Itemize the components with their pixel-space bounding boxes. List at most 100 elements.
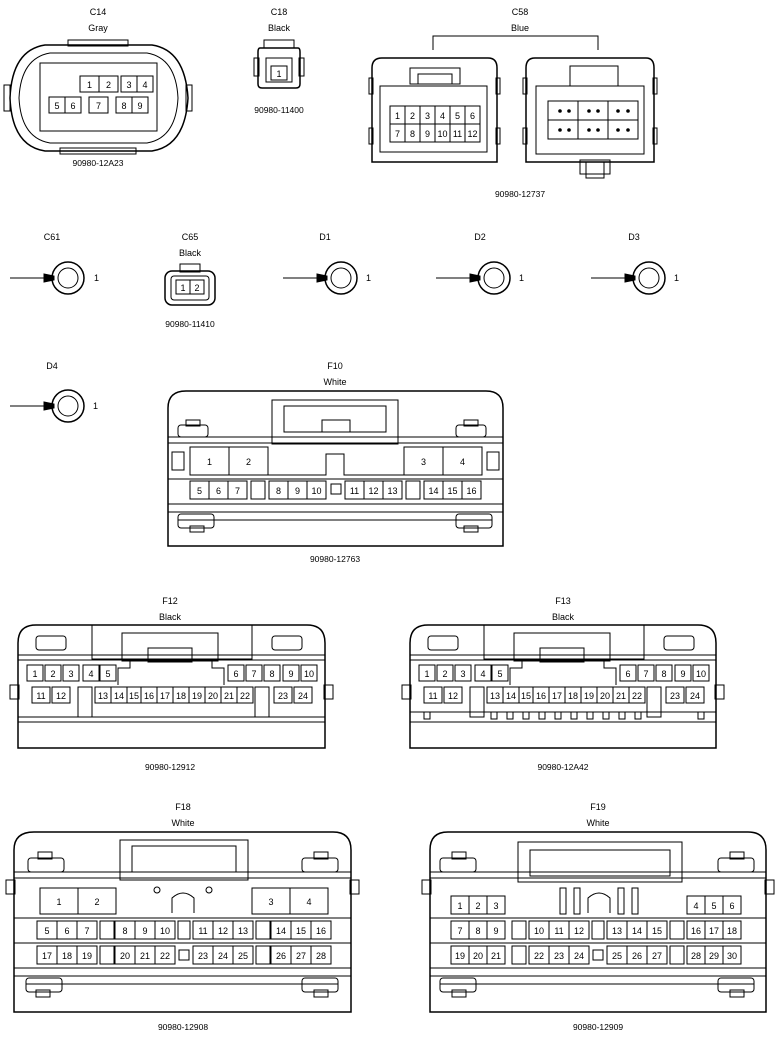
- connector-c58: C58 Blue 1 2 3 4 5 6 7 8 9 10 11 12: [368, 7, 658, 199]
- c18-part: 90980-11400: [254, 105, 304, 115]
- svg-text:14: 14: [632, 926, 642, 936]
- c58-pin: 10: [437, 129, 447, 139]
- f18-name: F18: [175, 802, 191, 812]
- d2-name: D2: [474, 232, 486, 242]
- c14-name: C14: [90, 7, 107, 17]
- c18-pin: 1: [276, 69, 281, 79]
- f10-part: 90980-12763: [310, 554, 360, 564]
- f13-part: 90980-12A42: [537, 762, 588, 772]
- svg-text:4: 4: [480, 669, 485, 679]
- svg-text:10: 10: [304, 669, 314, 679]
- svg-text:22: 22: [240, 691, 250, 701]
- svg-text:20: 20: [208, 691, 218, 701]
- svg-text:16: 16: [316, 926, 326, 936]
- svg-text:26: 26: [632, 951, 642, 961]
- svg-text:14: 14: [276, 926, 286, 936]
- terminal-c61: C61 1: [10, 232, 99, 295]
- svg-text:16: 16: [144, 691, 154, 701]
- svg-text:12: 12: [448, 691, 458, 701]
- c58-pin: 5: [455, 111, 460, 121]
- svg-text:26: 26: [276, 951, 286, 961]
- svg-text:14: 14: [114, 691, 124, 701]
- svg-text:18: 18: [727, 926, 737, 936]
- svg-text:16: 16: [691, 926, 701, 936]
- c18-color: Black: [268, 23, 291, 33]
- connector-f12: F12 Black 1 2 3 4 5 6 7 8 9 10 11 12 13: [9, 596, 334, 772]
- c58-pin: 7: [395, 129, 400, 139]
- svg-text:7: 7: [235, 486, 240, 496]
- svg-text:13: 13: [387, 486, 397, 496]
- svg-text:2: 2: [246, 457, 251, 467]
- c58-pins: 1 2 3 4 5 6 7 8 9 10 11 12: [389, 105, 481, 143]
- connector-c65: C65 Black 1 2 90980-11410: [164, 232, 216, 329]
- svg-text:2: 2: [475, 901, 480, 911]
- svg-text:4: 4: [693, 901, 698, 911]
- svg-text:25: 25: [238, 951, 248, 961]
- svg-text:1: 1: [457, 901, 462, 911]
- c14-pin: 7: [96, 101, 101, 111]
- d3-name: D3: [628, 232, 640, 242]
- svg-text:24: 24: [298, 691, 308, 701]
- svg-text:10: 10: [534, 926, 544, 936]
- f12-color: Black: [159, 612, 182, 622]
- svg-text:6: 6: [625, 669, 630, 679]
- svg-text:1: 1: [424, 669, 429, 679]
- svg-text:3: 3: [460, 669, 465, 679]
- svg-text:20: 20: [120, 951, 130, 961]
- f19-color: White: [586, 818, 609, 828]
- svg-text:8: 8: [661, 669, 666, 679]
- f12-name: F12: [162, 596, 178, 606]
- svg-text:22: 22: [160, 951, 170, 961]
- svg-text:3: 3: [68, 669, 73, 679]
- svg-text:5: 5: [711, 901, 716, 911]
- f19-part: 90980-12909: [573, 1022, 623, 1032]
- svg-text:20: 20: [600, 691, 610, 701]
- c14-pins: 1 2 3 4 5 6 7 8 9: [48, 75, 154, 114]
- svg-text:8: 8: [276, 486, 281, 496]
- f18-part: 90980-12908: [158, 1022, 208, 1032]
- f12-part: 90980-12912: [145, 762, 195, 772]
- svg-text:2: 2: [442, 669, 447, 679]
- svg-text:16: 16: [466, 486, 476, 496]
- svg-text:16: 16: [536, 691, 546, 701]
- svg-text:13: 13: [238, 926, 248, 936]
- svg-text:9: 9: [142, 926, 147, 936]
- svg-text:9: 9: [680, 669, 685, 679]
- svg-text:12: 12: [368, 486, 378, 496]
- svg-text:5: 5: [105, 669, 110, 679]
- c58-pin: 12: [467, 129, 477, 139]
- svg-text:3: 3: [421, 457, 426, 467]
- svg-text:3: 3: [493, 901, 498, 911]
- svg-text:2: 2: [50, 669, 55, 679]
- c58-pin: 8: [410, 129, 415, 139]
- terminal-d4: D4 1: [10, 361, 98, 423]
- svg-text:15: 15: [129, 691, 139, 701]
- f13-name: F13: [555, 596, 571, 606]
- svg-text:7: 7: [643, 669, 648, 679]
- svg-text:9: 9: [493, 926, 498, 936]
- c14-color: Gray: [88, 23, 108, 33]
- svg-text:6: 6: [233, 669, 238, 679]
- svg-text:30: 30: [727, 951, 737, 961]
- svg-text:10: 10: [311, 486, 321, 496]
- svg-text:5: 5: [44, 926, 49, 936]
- c61-pin: 1: [94, 273, 99, 283]
- c58-pin: 9: [425, 129, 430, 139]
- svg-text:27: 27: [296, 951, 306, 961]
- f13-color: Black: [552, 612, 575, 622]
- svg-text:11: 11: [350, 486, 359, 496]
- c14-pin: 2: [106, 80, 111, 90]
- terminal-d3: D3 1: [591, 232, 679, 295]
- svg-text:17: 17: [709, 926, 719, 936]
- connector-c14: C14 Gray 1 2 3 4 5 6 7 8 9 90980-12A23: [3, 7, 193, 168]
- c58-name: C58: [512, 7, 529, 17]
- svg-text:14: 14: [428, 486, 438, 496]
- svg-text:12: 12: [56, 691, 66, 701]
- svg-text:3: 3: [268, 897, 273, 907]
- svg-text:4: 4: [460, 457, 465, 467]
- f10-name: F10: [327, 361, 343, 371]
- f10-color: White: [323, 377, 346, 387]
- svg-text:28: 28: [316, 951, 326, 961]
- c18-name: C18: [271, 7, 288, 17]
